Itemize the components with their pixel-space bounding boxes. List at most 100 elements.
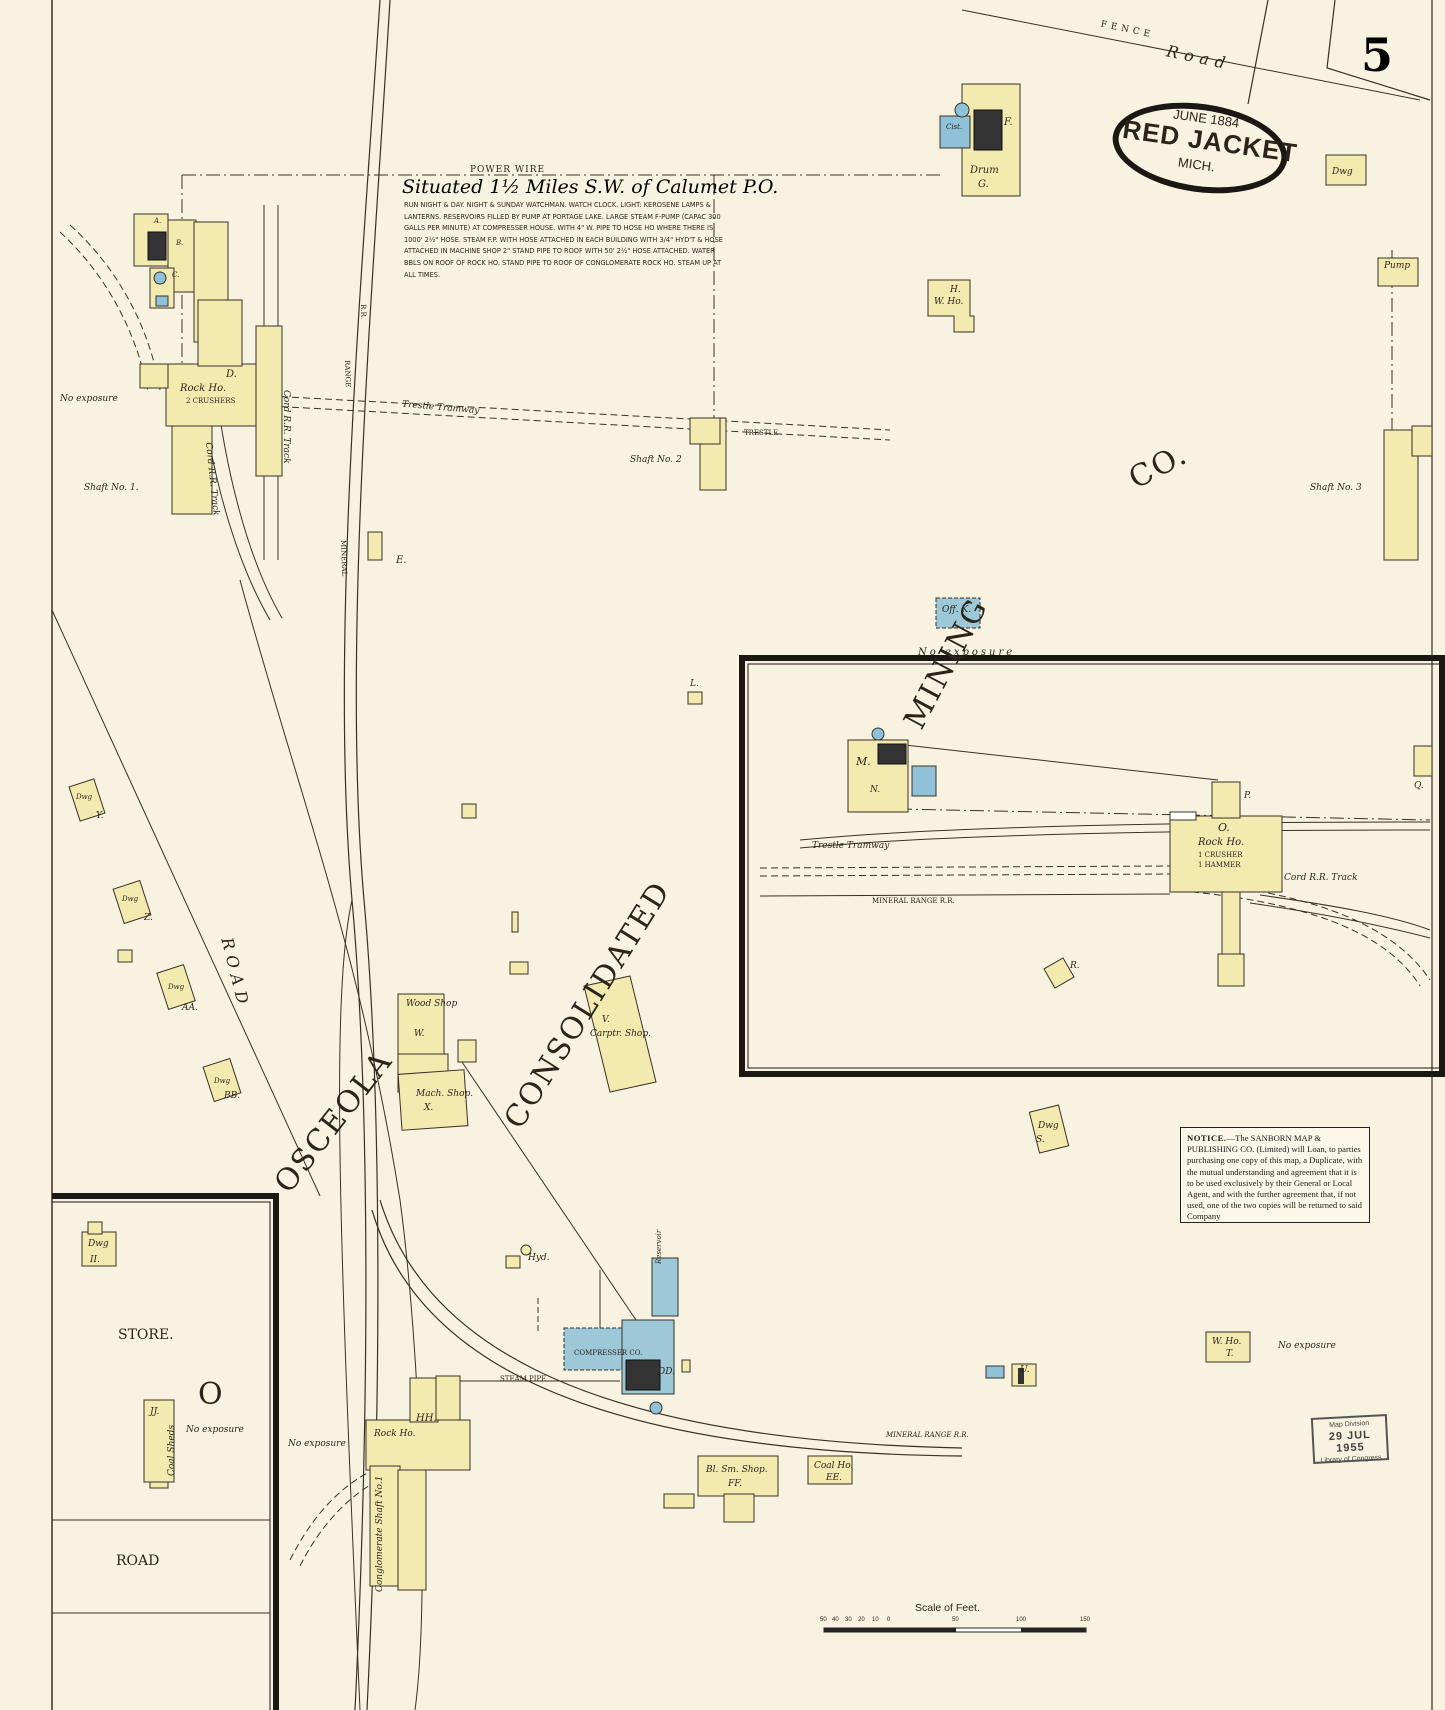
scale-tick-6: 50: [952, 1617, 959, 1623]
building-hh-rock-house: [365, 1419, 471, 1471]
label-carptr-shop: Carptr. Shop.: [590, 1029, 651, 1039]
building-e: [367, 531, 383, 561]
notice-text: —The SANBORN MAP & PUBLISHING CO. (Limit…: [1187, 1133, 1363, 1222]
label-trestle-tramway-2: Trestle Tramway: [812, 841, 890, 851]
building-o-rock-house: [1169, 815, 1283, 893]
label-b: B.: [176, 239, 184, 247]
label-hyd: Hyd.: [528, 1253, 550, 1263]
label-cist-g: Cist.: [946, 123, 963, 131]
building-j-pump: [1377, 257, 1419, 287]
building-q: [1413, 745, 1433, 777]
building-v-carpenter-shop: [583, 975, 657, 1093]
label-g: G.: [978, 179, 989, 190]
label-dwg-bb: Dwg: [214, 1077, 231, 1085]
label-dwg-ii: Dwg: [88, 1239, 109, 1249]
label-rock-ho-hh: Rock Ho.: [374, 1429, 416, 1439]
label-w-ho-t: W. Ho.: [1212, 1337, 1242, 1347]
scale-tick-0: 50: [820, 1617, 827, 1623]
label-cord-rr-2: Cord R.R. Track: [281, 390, 291, 464]
building-x-machine-shop: [397, 1069, 469, 1131]
lc-stamp-frame: Map Division 29 JUL 1955 Library of Cong…: [1310, 1414, 1390, 1465]
label-x: X.: [424, 1103, 434, 1113]
label-e: E.: [396, 555, 407, 566]
building-t: [1205, 1331, 1251, 1363]
label-road-left: ROAD: [116, 1553, 160, 1569]
label-compresser: COMPRESSER CO.: [574, 1349, 643, 1357]
label-o: O.: [1218, 821, 1230, 834]
building-d-rock-house: [165, 363, 263, 427]
label-shaft-3: Shaft No. 3: [1310, 483, 1362, 493]
scale-bar: [823, 1627, 1087, 1633]
power-wire-label: POWER WIRE: [470, 165, 546, 175]
label-rock-ho-o: Rock Ho.: [1198, 837, 1245, 848]
sheet-number: 5: [1361, 28, 1394, 82]
scale-tick-8: 150: [1080, 1617, 1091, 1623]
label-ff: FF.: [728, 1479, 742, 1489]
label-mineral-range-2: MINERAL RANGE R.R.: [886, 1431, 969, 1439]
label-shaft-2: Shaft No. 2: [630, 455, 682, 465]
dwelling-bb: [202, 1057, 242, 1103]
label-crusher: 1 CRUSHER: [1198, 851, 1243, 859]
label-bb: BB.: [224, 1091, 241, 1101]
label-y: Y.: [96, 811, 104, 821]
building-s: [1028, 1104, 1070, 1154]
label-steam-pipe: STEAM PIPE: [500, 1375, 547, 1383]
scale-tick-1: 40: [832, 1617, 839, 1623]
dwelling-z: [112, 879, 152, 925]
label-s: S.: [1036, 1135, 1045, 1145]
label-range: RANGE: [343, 359, 352, 388]
building-l: [687, 691, 703, 705]
label-bl-sm-shop: Bl. Sm. Shop.: [706, 1465, 768, 1475]
label-mineral-range: MINERAL RANGE R.R.: [872, 897, 955, 905]
label-dd: DD.: [658, 1367, 675, 1377]
label-no-exposure-t: No exposure: [1278, 1341, 1336, 1351]
label-mach-shop: Mach. Shop.: [416, 1089, 474, 1099]
label-ii: II.: [90, 1255, 100, 1265]
label-ee: EE.: [826, 1473, 843, 1483]
label-hammer: 1 HAMMER: [1198, 861, 1241, 869]
building-h: [927, 279, 975, 333]
label-reservoir: Reservoir: [655, 1229, 663, 1264]
building-w-wood-shop: [397, 993, 445, 1055]
label-z: Z.: [144, 913, 153, 923]
building-jj-coal-sheds: [143, 1399, 175, 1483]
label-rr: R.R.: [359, 303, 368, 320]
label-no-exposure-jj: No exposure: [186, 1425, 244, 1435]
label-no-exposure-1: No exposure: [60, 394, 118, 404]
label-jj: JJ.: [150, 1407, 160, 1417]
label-w: W.: [414, 1029, 425, 1039]
label-dwg-i: Dwg: [1332, 167, 1353, 177]
label-v: V.: [602, 1015, 610, 1025]
label-store: STORE.: [118, 1327, 174, 1343]
label-pump: Pump: [1384, 261, 1411, 271]
scale-tick-7: 100: [1016, 1617, 1027, 1623]
label-coal-sheds: Coal Sheds: [167, 1424, 177, 1476]
label-drum-g: Drum: [970, 165, 999, 176]
scale-tick-3: 20: [858, 1617, 865, 1623]
notice-box: NOTICE.—The SANBORN MAP & PUBLISHING CO.…: [1180, 1127, 1370, 1223]
label-t: T.: [1226, 1349, 1234, 1359]
label-q: Q.: [1414, 781, 1424, 791]
lc-stamp-date: 29 JUL 1955: [1328, 1428, 1372, 1455]
label-mineral: MINERAL: [339, 539, 349, 577]
dwelling-y: [68, 778, 106, 822]
label-off-k: Off. K.: [942, 605, 972, 615]
label-rock-ho-d: Rock Ho.: [180, 383, 227, 394]
label-wood-shop: Wood Shop: [406, 999, 458, 1009]
label-dwg-s: Dwg: [1038, 1121, 1059, 1131]
label-m: M.: [856, 755, 871, 768]
location-note: Situated 1½ Miles S.W. of Calumet P.O.: [402, 176, 779, 198]
label-dwg-z: Dwg: [122, 895, 139, 903]
notice-heading: NOTICE.: [1187, 1133, 1227, 1143]
label-no-exposure-hh: No exposure: [288, 1439, 346, 1449]
scale-title: Scale of Feet.: [915, 1602, 980, 1614]
label-u: U.: [1020, 1365, 1030, 1375]
label-crushers: 2 CRUSHERS: [186, 397, 236, 405]
label-conglomerate: Conglomerate Shaft No.1: [375, 1475, 385, 1592]
label-p: P.: [1244, 791, 1252, 801]
label-l: L.: [690, 679, 699, 689]
label-f: F.: [1004, 117, 1013, 128]
company-word-1-a: O: [198, 1377, 225, 1412]
